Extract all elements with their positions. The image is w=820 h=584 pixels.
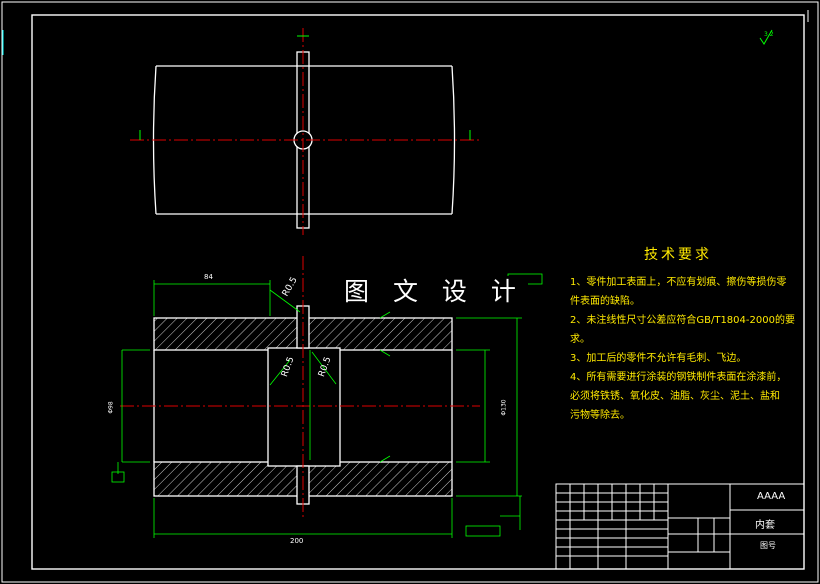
section-view bbox=[120, 256, 480, 520]
tech-line: 件表面的缺陷。 bbox=[570, 296, 640, 307]
dim-outer-diameter: Φ130 bbox=[500, 399, 508, 416]
roughness-symbol bbox=[759, 29, 773, 45]
dim-bottom-length: 200 bbox=[290, 537, 304, 545]
project-name: AAAA bbox=[757, 491, 786, 502]
inner-border bbox=[31, 14, 805, 570]
title-block bbox=[555, 483, 805, 570]
dim-top-width: 84 bbox=[204, 273, 213, 281]
top-view bbox=[130, 28, 480, 235]
tech-line: 4、所有需要进行涂装的钢铁制件表面在涂漆前， bbox=[570, 372, 787, 383]
tech-title: 技术要求 bbox=[644, 247, 712, 263]
tech-requirements: 1、零件加工表面上，不应有划痕、擦伤等损伤零 件表面的缺陷。 2、未注线性尺寸公… bbox=[570, 273, 795, 425]
tech-line: 必须将铁锈、氧化皮、油脂、灰尘、泥土、盐和 bbox=[570, 391, 780, 402]
dimension-lines bbox=[111, 273, 543, 538]
tech-line: 污物等除去。 bbox=[570, 410, 630, 421]
roughness-value: 3.2 bbox=[764, 31, 774, 38]
tech-line: 2、未注线性尺寸公差应符合GB/T1804-2000的要 bbox=[570, 315, 795, 326]
tech-line: 1、零件加工表面上，不应有划痕、擦伤等损伤零 bbox=[570, 277, 787, 288]
part-name: 内套 bbox=[755, 520, 775, 531]
watermark: 图 文 设 计 bbox=[340, 276, 528, 308]
tech-line: 3、加工后的零件不允许有毛刺、飞边。 bbox=[570, 353, 747, 364]
dim-inner-diameter: Φ98 bbox=[107, 401, 115, 414]
tech-line: 求。 bbox=[570, 334, 590, 345]
drawing-number-label: 图号 bbox=[760, 541, 776, 550]
